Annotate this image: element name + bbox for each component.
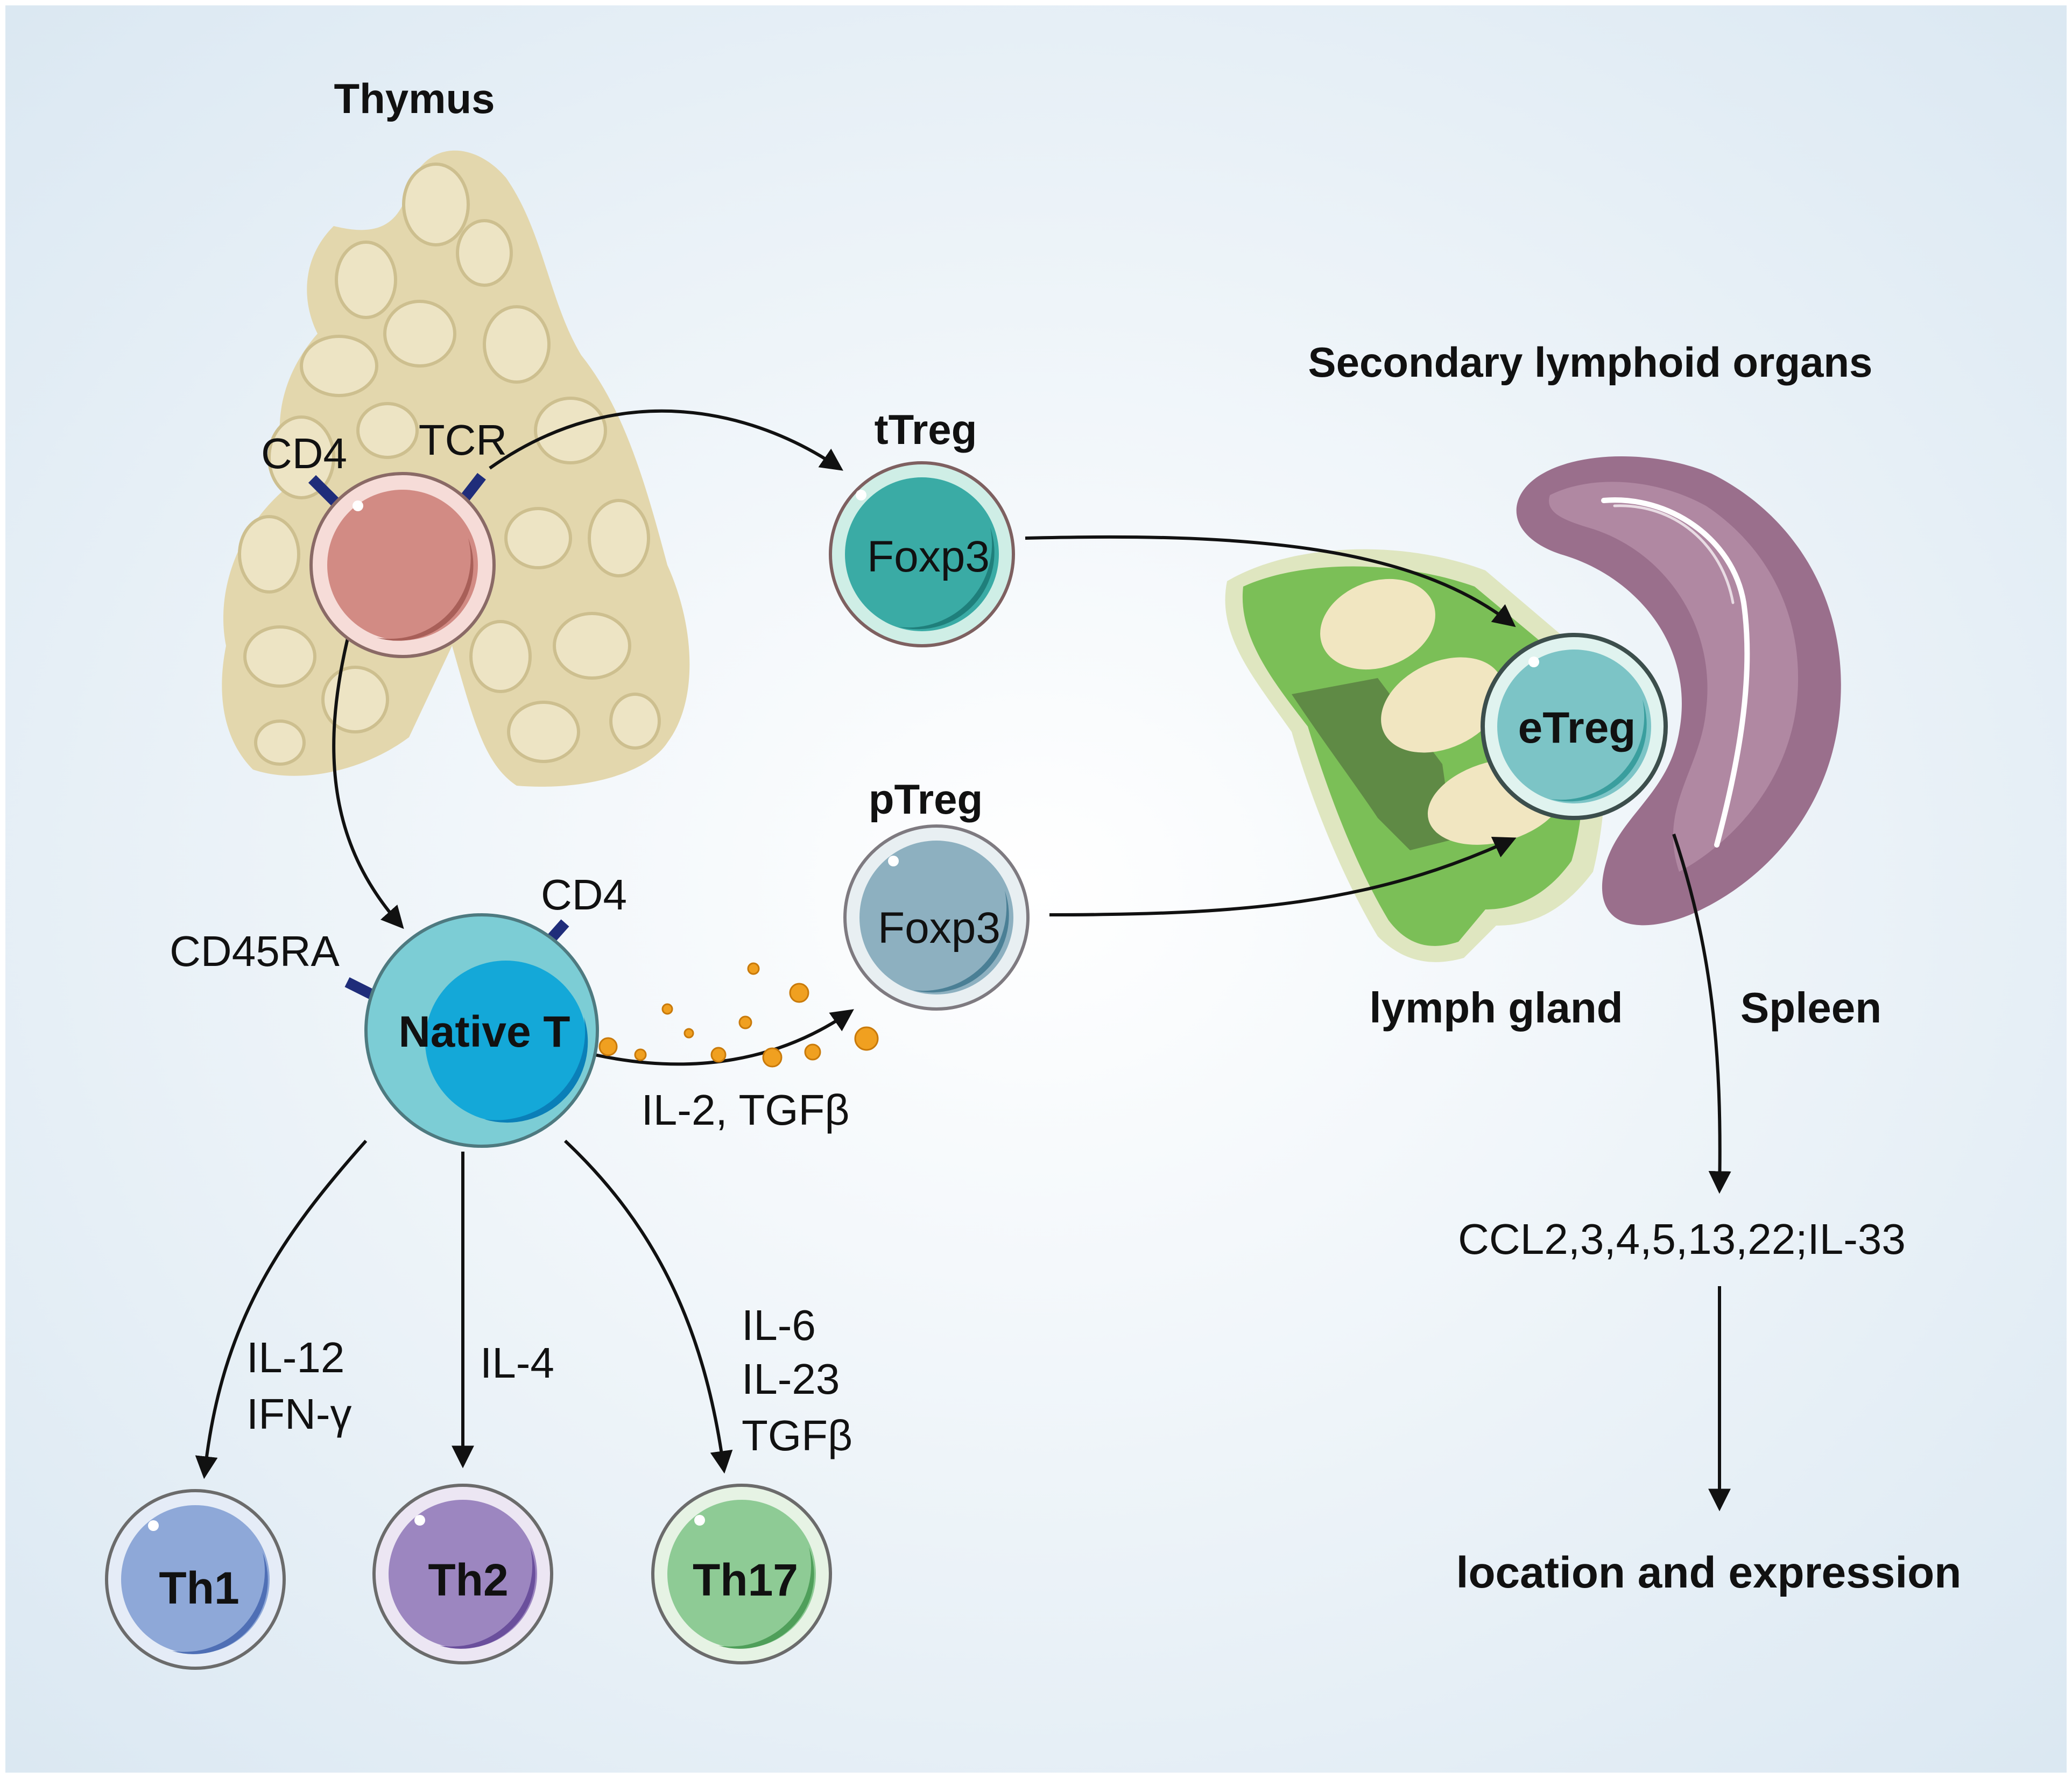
spleen-label: Spleen: [1740, 984, 1881, 1032]
etreg-label: eTreg: [1518, 703, 1636, 752]
th17-cytokine-3: TGFβ: [742, 1412, 852, 1459]
arrow-thymocyte-to-ttreg: [489, 409, 843, 471]
secondary-lymphoid-label: Secondary lymphoid organs: [1308, 338, 1873, 386]
th2-label: Th2: [428, 1555, 508, 1605]
ptreg-cytokines-label: IL-2, TGFβ: [642, 1086, 850, 1134]
naive-cd4-label: CD4: [541, 871, 627, 919]
ptreg-foxp3-label: Foxp3: [878, 904, 1000, 952]
ptreg-title: pTreg: [869, 775, 983, 823]
naive-t-cell: [364, 913, 599, 1148]
arrow-ptreg-to-etreg: [1049, 837, 1517, 916]
arrow-naive-t-to-th1: [195, 1140, 368, 1479]
arrow-naive-t-to-ptreg: [594, 1009, 854, 1066]
pathway-arrows: [195, 409, 1731, 1512]
th17-cytokine-2: IL-23: [742, 1355, 840, 1403]
thymocyte-tcr-label: TCR: [419, 416, 507, 464]
naive-cd45ra-label: CD45RA: [170, 927, 340, 975]
thymocyte-tcr-marker: [459, 472, 486, 504]
chemokines-label: CCL2,3,4,5,13,22;IL-33: [1458, 1215, 1906, 1263]
th17-cell: [651, 1484, 832, 1664]
th1-cell: [105, 1489, 286, 1670]
thymus-label: Thymus: [334, 75, 495, 122]
ttreg-title: tTreg: [875, 406, 977, 453]
arrow-thymocyte-to-naive-t: [332, 629, 404, 929]
th2-cytokine-1: IL-4: [480, 1339, 554, 1387]
th17-cytokine-1: IL-6: [742, 1301, 816, 1349]
arrow-spleen-to-chemokines: [1672, 834, 1731, 1194]
spleen-organ: [1516, 456, 1841, 926]
th1-cytokine-2: IFN-γ: [246, 1390, 352, 1438]
arrow-ttreg-to-etreg: [1025, 535, 1516, 627]
thymocyte-cell: [309, 472, 496, 658]
thymocyte-cd4-label: CD4: [261, 429, 347, 477]
th17-label: Th17: [693, 1555, 798, 1605]
th2-cell: [372, 1484, 553, 1664]
naive-t-label: Native T: [399, 1007, 570, 1056]
th1-cytokine-1: IL-12: [246, 1334, 344, 1381]
lymph-gland-label: lymph gland: [1369, 984, 1623, 1032]
th1-label: Th1: [159, 1563, 239, 1613]
ptreg-cell: [843, 824, 1030, 1011]
thymocyte-cd4-marker: [308, 475, 341, 507]
ttreg-cell: [829, 461, 1015, 647]
etreg-cell: [1481, 633, 1668, 820]
cytokine-dots: [598, 962, 879, 1068]
arrow-naive-t-to-th17: [563, 1139, 733, 1474]
outcome-label: location and expression: [1456, 1548, 1962, 1597]
ttreg-foxp3-label: Foxp3: [867, 532, 990, 581]
